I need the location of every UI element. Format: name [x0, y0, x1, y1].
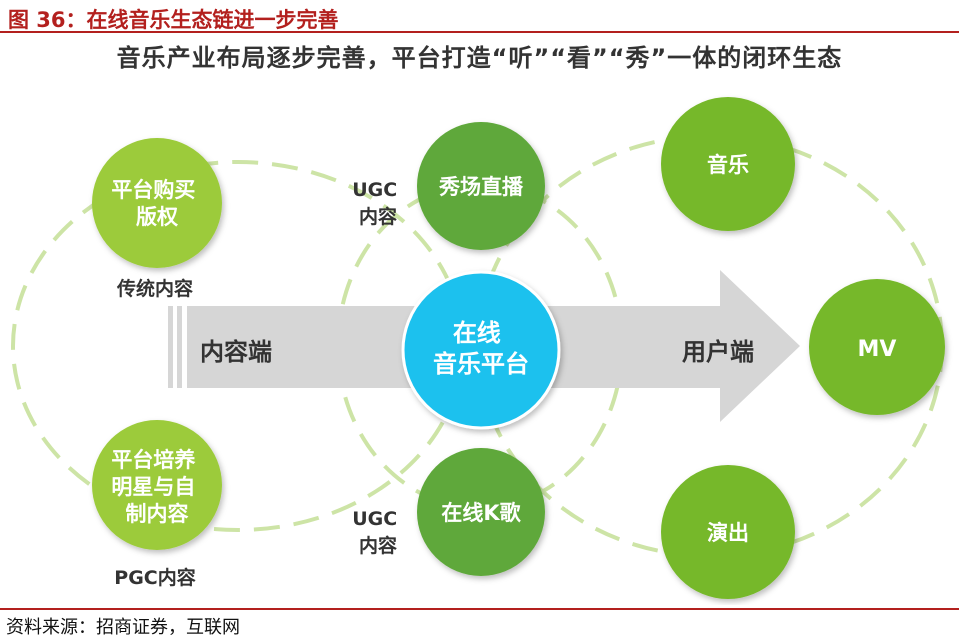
- svg-text:在线K歌: 在线K歌: [441, 501, 521, 525]
- source-note: 资料来源：招商证券，互联网: [6, 617, 240, 638]
- subtitle: 音乐产业布局逐步完善，平台打造“听”“看”“秀”一体的闭环生态: [116, 44, 843, 72]
- svg-text:平台购买 版权: 平台购买 版权: [111, 178, 202, 229]
- svg-text:秀场直播: 秀场直播: [438, 175, 524, 199]
- node-mv: MV: [809, 279, 945, 415]
- source-rule: [0, 608, 959, 610]
- node-concert: 演出: [661, 465, 795, 599]
- arrow-left-label: 内容端: [200, 338, 272, 366]
- node-cultivate-stars: 平台培养 明星与自 制内容: [92, 420, 222, 550]
- title-rule: [0, 31, 959, 33]
- svg-text:在线 音乐平台: 在线 音乐平台: [433, 319, 529, 378]
- svg-text:演出: 演出: [707, 521, 749, 545]
- node-online-karaoke: 在线K歌: [417, 448, 545, 576]
- label-ugc-karaoke: UGC 内容: [352, 508, 404, 557]
- caption-pgc-content: PGC内容: [114, 566, 195, 589]
- figure-title: 图 36：在线音乐生态链进一步完善: [8, 8, 339, 32]
- svg-text:音乐: 音乐: [707, 153, 749, 177]
- ecosystem-diagram: 内容端 用户端 平台购买 版权 传统内容 平台培养 明星与自 制内容 PGC内容…: [11, 97, 945, 599]
- label-ugc-live: UGC 内容: [352, 179, 404, 228]
- arrow-right-label: 用户端: [682, 338, 754, 366]
- node-live-show: 秀场直播: [417, 122, 545, 250]
- node-center-platform: 在线 音乐平台: [401, 270, 561, 430]
- node-music: 音乐: [661, 97, 795, 231]
- svg-text:MV: MV: [858, 337, 897, 362]
- caption-traditional-content: 传统内容: [116, 277, 193, 300]
- node-purchase-copyright: 平台购买 版权: [92, 138, 222, 268]
- svg-text:平台培养 明星与自 制内容: 平台培养 明星与自 制内容: [111, 448, 202, 526]
